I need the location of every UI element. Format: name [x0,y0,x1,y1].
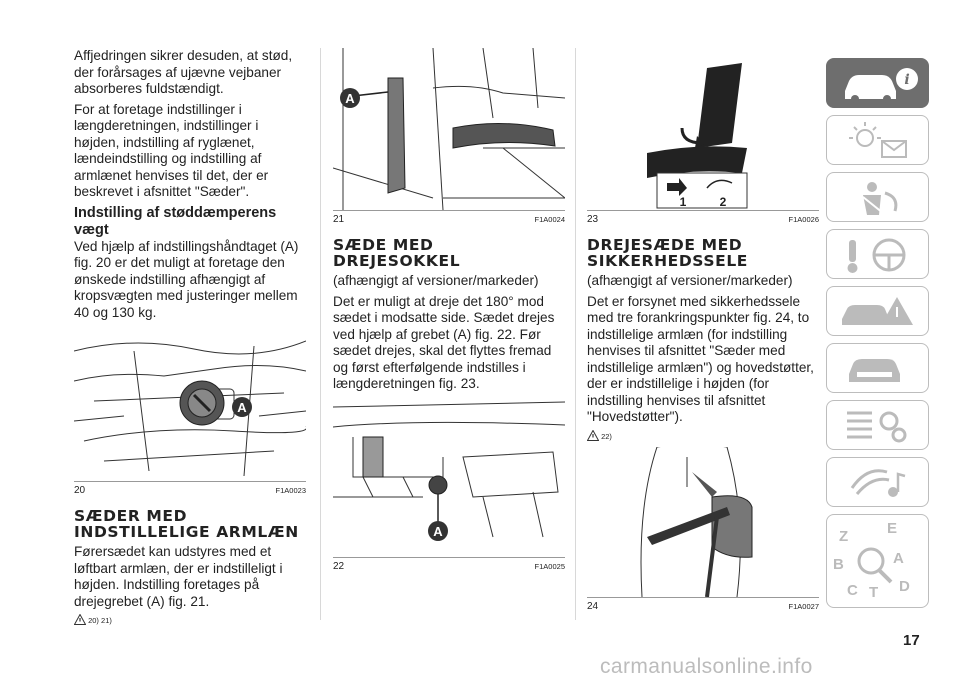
figure-number: 23 [587,214,599,225]
airbag-person-icon [862,182,898,215]
tab-technical-data[interactable] [826,400,929,450]
data-gears-icon [847,411,907,443]
step-label-1: 1 [680,195,687,209]
paragraph: Det er muligt at dreje det 180° mod sæde… [333,293,555,392]
figure-code: F1A0023 [275,486,306,495]
column-2: A 21 F1A0024 SÆDE MED DREJESOKKEL (afhæn… [332,47,566,576]
index-letter: D [899,578,910,595]
subtitle: (afhængigt af versioner/markeder) [333,273,539,288]
step-label-2: 2 [720,195,727,209]
swivel-base-illustration: A [332,401,566,541]
watermark: carmanualsonline.info [600,655,813,678]
figure-number: 22 [333,560,345,572]
alphabet-index-icon: Z E B A C T D [833,520,910,601]
subheading: Indstilling af støddæmperens vægt [74,204,277,238]
column-1: Affjedringen sikrer desuden, at stød, de… [73,48,308,625]
car-warning-icon [842,297,913,325]
figure-21: A [332,47,566,211]
seat-belt-armrest-illustration [640,443,753,597]
figure-code: F1A0025 [534,561,565,571]
figure-caption: 21 F1A0024 [333,211,565,229]
tab-servicing[interactable] [826,343,929,393]
figure-number: 21 [333,214,345,225]
section-title: DREJESÆDE MED SIKKERHEDSSELE [587,236,748,270]
column-3: 1 2 23 F1A0026 DREJESÆDE MED SIKKERHEDSS… [586,48,819,616]
car-service-icon [849,359,900,382]
section-title: SÆDE MED DREJESOKKEL [333,236,461,270]
figure-code: F1A0027 [788,601,819,611]
figure-20: A [73,331,308,482]
figure-number: 24 [587,600,599,612]
figure-22: A [332,397,566,558]
paragraph: Ved hjælp af indstillingshåndtaget (A) f… [74,238,299,320]
warning-ref-text: 20) 21) [88,616,112,625]
warning-triangle-icon [586,428,600,441]
lights-messages-icon [849,122,907,158]
car-info-icon: i [845,68,918,103]
index-letter: Z [839,528,848,545]
paragraph: Affjedringen sikrer desuden, at stød, de… [74,48,293,96]
figure-number: 20 [74,485,86,496]
figure-caption: 24 F1A0027 [587,598,819,616]
tab-multimedia[interactable] [826,457,929,507]
swivel-seat-diagram: 1 2 [647,63,748,209]
warning-reference: 20) 21) [73,613,306,625]
callout-label: A [345,91,355,106]
paragraph: For at foretage indstillinger i længdere… [74,101,269,200]
tab-starting-driving[interactable] [826,229,929,279]
figure-caption: 23 F1A0026 [587,211,819,229]
tab-index[interactable]: Z E B A C T D [826,514,929,608]
tab-safety[interactable] [826,172,929,222]
paragraph: Førersædet kan udstyres med et løftbart … [74,544,283,609]
figure-code: F1A0024 [534,215,565,224]
index-letter: T [869,584,878,601]
callout-label: A [237,400,247,415]
column-separator [575,48,576,620]
page-number: 17 [903,632,920,649]
key-steering-wheel-icon [847,238,906,273]
index-letter: E [887,520,897,537]
armrest-illustration: A [332,47,566,211]
warning-reference: 22) [586,428,819,441]
index-letter: A [893,550,904,567]
column-separator [320,48,321,620]
paragraph: Det er forsynet med sikkerhedssele med t… [587,293,814,425]
tab-car-info[interactable]: i [826,58,929,108]
section-title: SÆDER MED INDSTILLELIGE ARMLÆN [74,507,299,541]
tab-emergency[interactable] [826,286,929,336]
index-letter: B [833,556,844,573]
tab-lights-messages[interactable] [826,115,929,165]
figure-caption: 20 F1A0023 [74,482,306,500]
warning-ref-text: 22) [601,431,612,441]
figure-code: F1A0026 [788,215,819,224]
figure-24 [587,443,819,598]
figure-23: 1 2 [587,48,819,211]
figure-caption: 22 F1A0025 [333,558,565,576]
callout-label: A [433,524,443,539]
svg-text:i: i [904,72,909,88]
subtitle: (afhængigt af versioner/markeder) [587,273,793,288]
multimedia-icon [850,469,906,497]
warning-triangle-icon [73,613,87,625]
index-letter: C [847,582,858,599]
seat-suspension-illustration: A [73,340,308,477]
